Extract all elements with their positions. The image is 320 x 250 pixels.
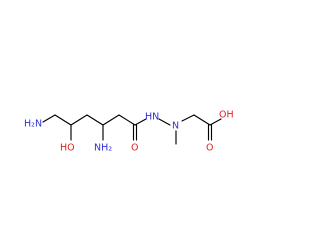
bond-c6-nh	[134, 118, 147, 126]
structure-diagram: H₂N HO NH₂ O HN N O OH	[24, 110, 234, 154]
atom-label-nh2-terminal: H₂N	[24, 119, 42, 130]
atom-label-hydroxyl: HO	[60, 143, 75, 154]
atom-label-acid-carbonyl-oxygen: O	[206, 143, 213, 154]
atom-label-methyl-n: N	[172, 121, 179, 132]
atom-label-hydrazide-nh: HN	[145, 112, 159, 123]
atom-label-amino: NH₂	[94, 143, 112, 154]
bond-n1-c1	[42, 114, 56, 123]
molecule-canvas: H₂N HO NH₂ O HN N O OH	[24, 109, 234, 154]
bond-c3-c4	[86, 114, 104, 126]
atom-label-acid-hydroxyl: OH	[219, 110, 234, 121]
bond-nh-n	[158, 118, 171, 126]
bond-c4-c5	[102, 114, 120, 126]
atom-label-carbonyl-oxygen: O	[131, 143, 138, 154]
bond-c1-c2	[54, 114, 72, 126]
bond-n-ch2	[181, 114, 195, 122]
bond-c5-c6	[118, 114, 136, 126]
bond-c2-c3	[70, 114, 88, 126]
bond-ch2-cooh	[193, 114, 211, 126]
bond-cooh-oh	[209, 118, 222, 126]
